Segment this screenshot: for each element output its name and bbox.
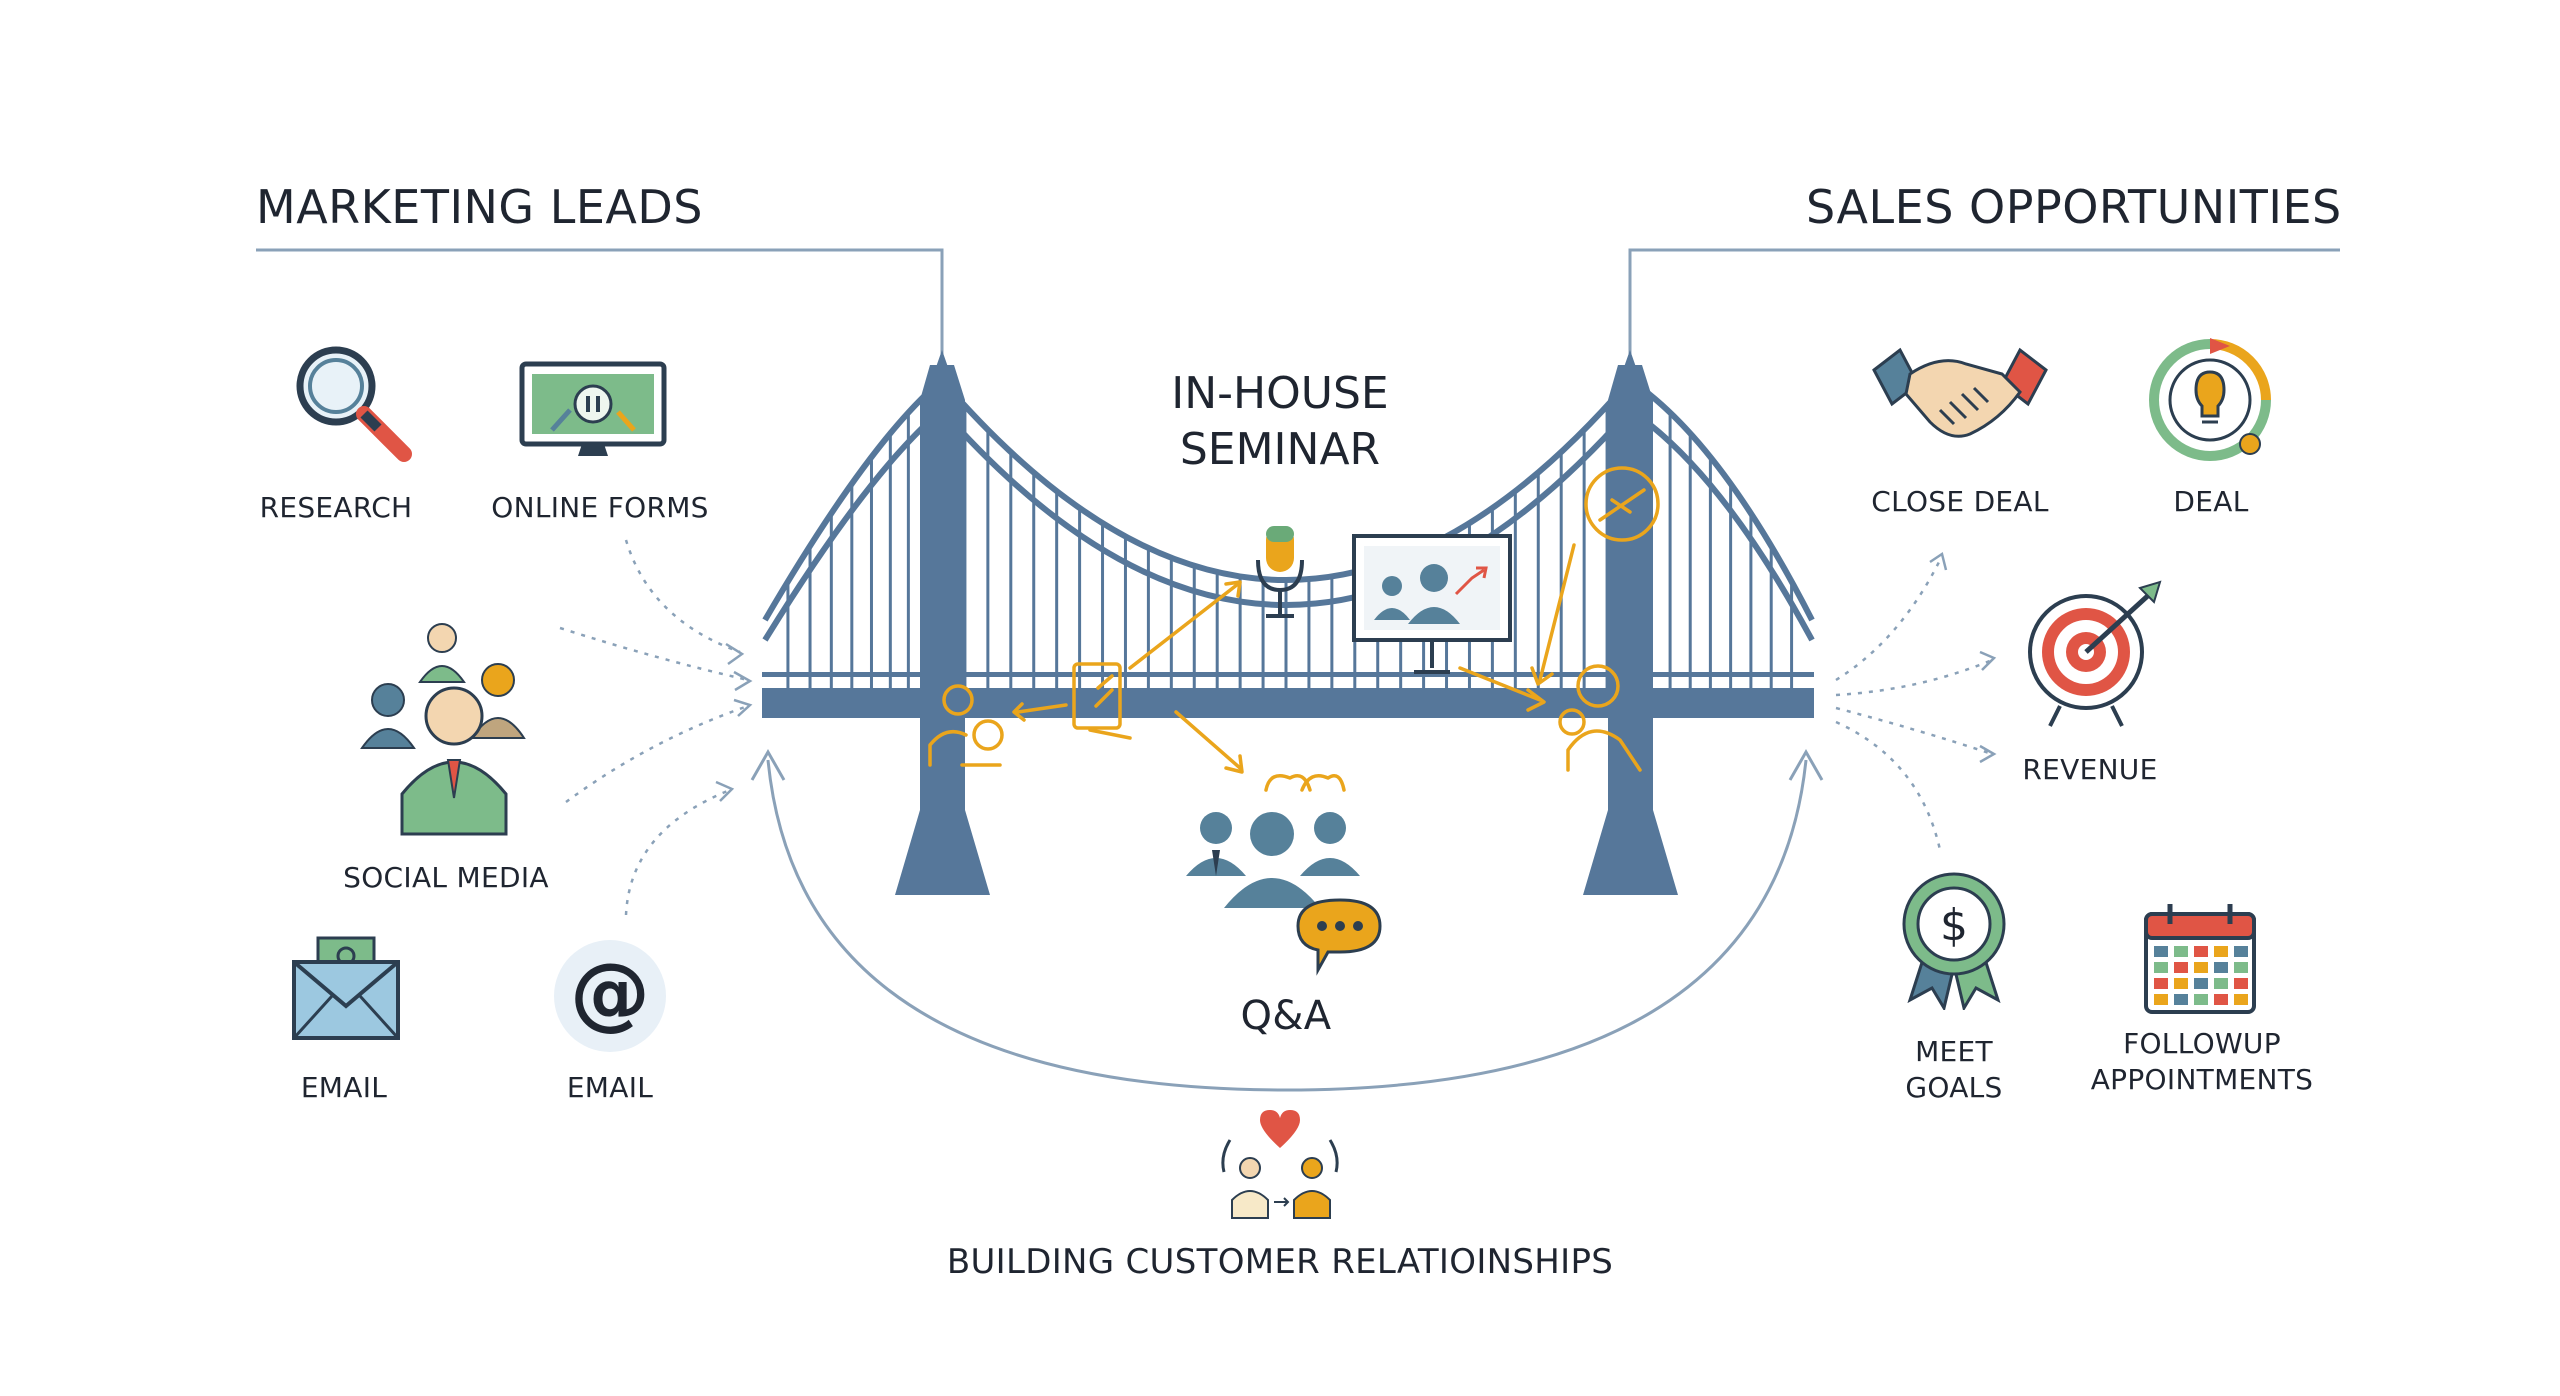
envelope-icon — [292, 936, 400, 1040]
microphone-icon — [1256, 526, 1304, 618]
calendar-cell — [2174, 946, 2188, 957]
audience-group-icon — [1186, 812, 1382, 976]
followup-line1: FOLLOWUP — [2123, 1027, 2281, 1060]
close-deal-label: CLOSE DEAL — [1871, 485, 2049, 518]
calendar-cell — [2234, 994, 2248, 1005]
bridge-tower-left — [895, 350, 990, 895]
calendar-cell — [2194, 994, 2208, 1005]
calendar-cell — [2154, 994, 2168, 1005]
inbound-arrows — [559, 539, 749, 916]
seminar-title: IN-HOUSE SEMINAR — [1130, 366, 1430, 478]
revenue-label: REVENUE — [2022, 753, 2158, 786]
at-sign-icon: @ — [554, 940, 666, 1052]
bridge-deck — [762, 688, 1814, 718]
followup-line2: APPOINTMENTS — [2090, 1063, 2314, 1096]
calendar-cell — [2154, 946, 2168, 957]
calendar-cell — [2214, 994, 2228, 1005]
calendar-cell — [2234, 946, 2248, 957]
calendar-cell — [2154, 978, 2168, 989]
calendar-cell — [2214, 946, 2228, 957]
seminar-title-line2: SEMINAR — [1179, 424, 1381, 475]
calendar-cell — [2174, 962, 2188, 973]
research-label: RESEARCH — [259, 491, 413, 524]
lightbulb-cycle-icon — [2149, 338, 2271, 461]
handshake-icon — [1872, 347, 2048, 438]
calendar-cell — [2194, 946, 2208, 957]
seminar-flow — [928, 466, 1660, 792]
monitor-form-icon — [519, 361, 667, 456]
qa-label: Q&A — [1240, 993, 1332, 1039]
target-icon — [2028, 580, 2162, 727]
svg-text:@: @ — [570, 946, 650, 1039]
calendar-cell — [2234, 978, 2248, 989]
svg-text:$: $ — [1940, 900, 1968, 951]
outbound-arrows — [1835, 559, 1993, 851]
meet-goals-line1: MEET — [1915, 1035, 1993, 1068]
email-envelope-label: EMAIL — [300, 1071, 388, 1104]
calendar-cell — [2194, 978, 2208, 989]
award-ribbon-icon: $ — [1902, 872, 2006, 1010]
meet-goals-line2: GOALS — [1905, 1071, 2003, 1104]
calendar-cell — [2234, 962, 2248, 973]
sales-opportunities-header: SALES OPPORTUNITIES — [1806, 180, 2342, 234]
calendar-cell — [2154, 962, 2168, 973]
calendar-cell — [2214, 962, 2228, 973]
bridge-tower-right — [1583, 350, 1678, 895]
calendar-cell — [2194, 962, 2208, 973]
deal-label: DEAL — [2173, 485, 2249, 518]
seminar-title-line1: IN-HOUSE — [1171, 368, 1389, 419]
presentation-screen-icon — [1352, 534, 1512, 674]
calendar-cell — [2214, 978, 2228, 989]
magnifier-icon — [296, 346, 412, 462]
bridge-rail — [762, 672, 1814, 677]
marketing-leads-header: MARKETING LEADS — [256, 180, 703, 234]
followup-appointments-label: FOLLOWUP APPOINTMENTS — [2090, 1026, 2314, 1098]
email-at-label: EMAIL — [566, 1071, 654, 1104]
social-media-label: SOCIAL MEDIA — [343, 861, 549, 894]
header-brackets — [256, 248, 2340, 360]
calendar-cell — [2174, 994, 2188, 1005]
people-group-icon — [360, 623, 526, 836]
calendar-icon — [2144, 904, 2256, 1014]
relationship-arc — [766, 759, 1808, 1092]
building-relationships-label: BUILDING CUSTOMER RELATIOINSHIPS — [946, 1242, 1614, 1282]
meet-goals-label: MEET GOALS — [1874, 1034, 2034, 1106]
relationship-icon — [1221, 1110, 1339, 1219]
online-forms-label: ONLINE FORMS — [491, 491, 709, 524]
calendar-cell — [2174, 978, 2188, 989]
